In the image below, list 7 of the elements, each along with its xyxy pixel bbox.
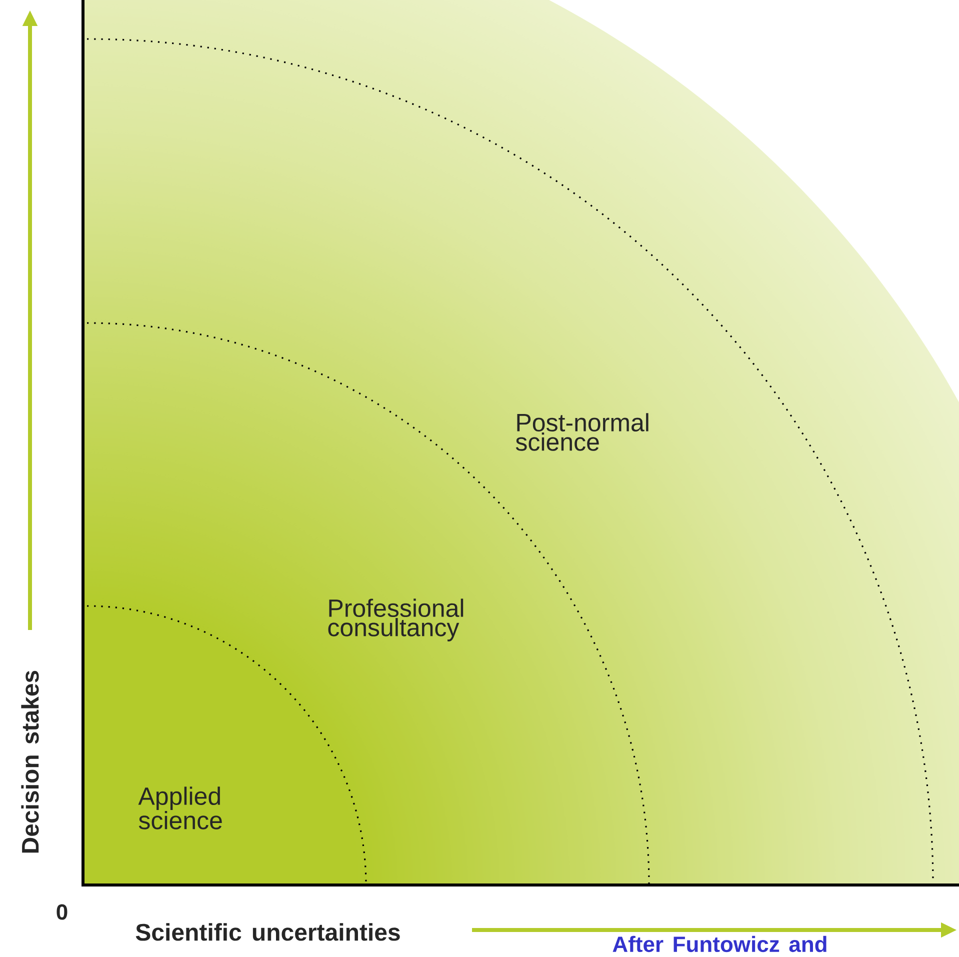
axis-label: 0 bbox=[56, 904, 68, 920]
axis-label: Scientific uncertainties bbox=[136, 923, 400, 941]
axis-label: Decision stakes bbox=[21, 670, 39, 853]
citation-text: After Funtowicz and bbox=[612, 936, 826, 952]
region-label: Post-normal science bbox=[516, 413, 648, 451]
region-label: Professional consultancy bbox=[328, 598, 464, 642]
region-label: Applied science bbox=[138, 786, 222, 830]
